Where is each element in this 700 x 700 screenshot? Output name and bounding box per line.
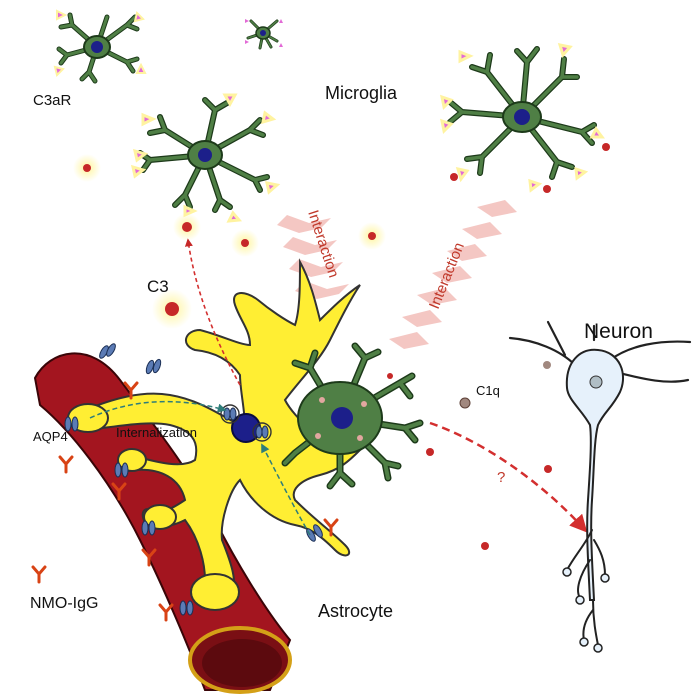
c1q-particle bbox=[459, 397, 471, 409]
label-internalization: Internalization bbox=[116, 425, 197, 440]
label-astrocyte: Astrocyte bbox=[318, 601, 393, 621]
c3-release-arrow bbox=[184, 238, 241, 386]
label-microglia: Microglia bbox=[325, 83, 398, 103]
label-neuron: Neuron bbox=[584, 320, 653, 343]
microglia-cell-astrocyte-contact bbox=[281, 342, 424, 490]
microglia-neuron-arrow bbox=[429, 421, 588, 533]
label-c3: C3 bbox=[147, 277, 169, 296]
label-aqp4: AQP4 bbox=[33, 429, 68, 444]
label-nmo-igg: NMO-IgG bbox=[30, 595, 98, 612]
microglia-cell-large-right bbox=[440, 43, 610, 193]
internalization-arrow-lower bbox=[261, 443, 311, 536]
internalization-arrow-upper bbox=[89, 400, 227, 419]
microglia-cell-small-1 bbox=[53, 9, 147, 84]
c3-particles bbox=[73, 154, 552, 550]
nmo-igg-antibodies bbox=[31, 381, 339, 622]
label-question: ? bbox=[497, 469, 505, 486]
interaction-arrow-right bbox=[389, 200, 517, 349]
microglia-cell-small-2 bbox=[245, 19, 283, 50]
label-c1q: C1q bbox=[476, 383, 500, 398]
microglia-cell-mid bbox=[130, 93, 281, 223]
neuron-cell bbox=[508, 320, 692, 653]
label-c3ar: C3aR bbox=[33, 92, 72, 109]
